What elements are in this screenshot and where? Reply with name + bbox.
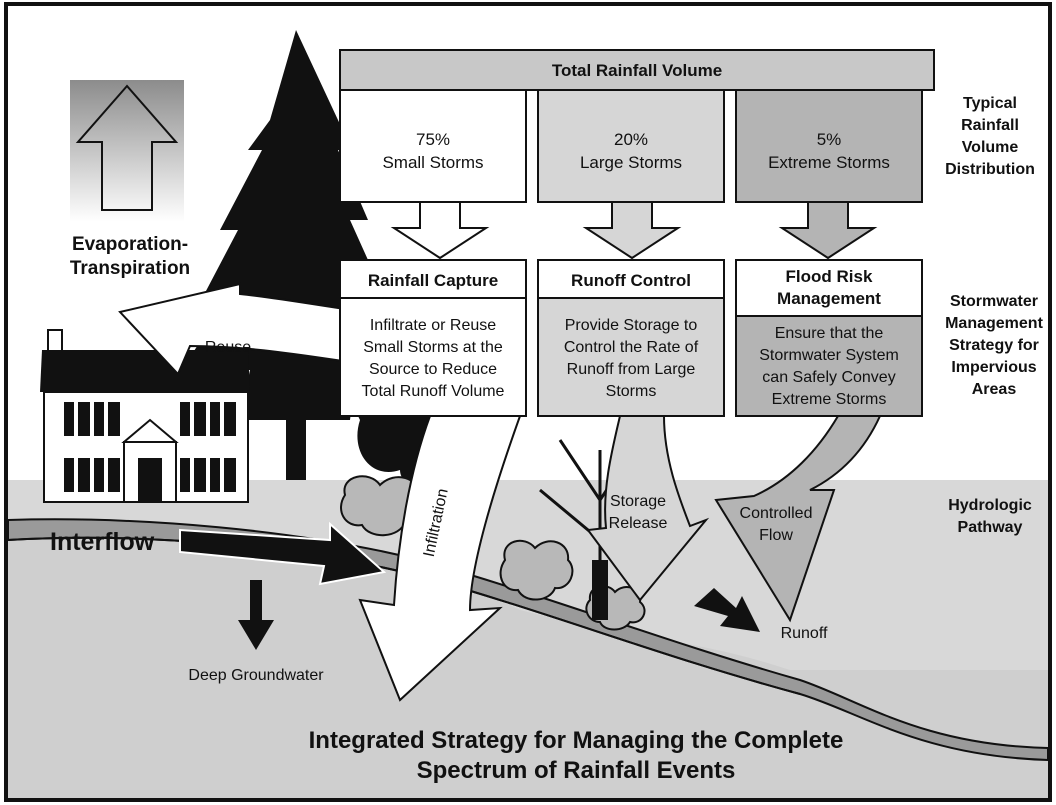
rainfall-capture-title: Rainfall Capture [368,271,498,290]
strategy-label-2: Management [945,315,1043,332]
interflow-label: Interflow [50,528,155,556]
rainfall-capture-desc-1: Infiltrate or Reuse [370,317,496,334]
pathway-label-1: Hydrologic [948,497,1032,514]
small-storms-label: Small Storms [382,153,483,172]
interflow-arrow [179,521,387,586]
extreme-storms-label: Extreme Storms [768,153,890,172]
extreme-storms-percent: 5% [817,130,842,149]
rainfall-capture-desc-4: Total Runoff Volume [362,383,505,400]
arrow-icon [390,201,490,260]
flood-risk-desc-2: Stormwater System [759,347,899,364]
rainfall-capture-desc-box [339,297,527,417]
extreme-storms-box [735,89,923,203]
distribution-label-3: Volume [962,139,1019,156]
small-storms-box [339,89,527,203]
house-icon [40,329,250,503]
footer-title-1: Integrated Strategy for Managing the Com… [309,727,844,754]
small-storms-percent: 75% [416,130,450,149]
reuse-label: Reuse [205,339,251,356]
runoff-control-title-box [537,259,725,299]
total-rainfall-title: Total Rainfall Volume [552,61,722,80]
controlled-flow-label-1: Controlled [740,505,813,522]
evapotranspiration-label-2: Transpiration [70,258,190,279]
controlled-flow-arrow [714,415,882,623]
rainfall-capture-desc-3: Source to Reduce [369,361,497,378]
infiltration-arrow [358,415,522,702]
large-storms-percent: 20% [614,130,648,149]
flood-risk-title-2: Management [777,289,881,308]
runoff-control-desc-4: Storms [606,383,657,400]
controlled-flow-label-2: Flow [759,527,793,544]
large-storms-label: Large Storms [580,153,682,172]
distribution-label-2: Rainfall [961,117,1019,134]
flood-risk-desc-box [735,315,923,417]
storage-release-label-2: Release [609,515,668,532]
storage-release-arrow [586,415,710,602]
footer-title-2: Spectrum of Rainfall Events [417,757,736,784]
total-rainfall-header [339,49,935,91]
distribution-label-1: Typical [963,95,1017,112]
distribution-label-4: Distribution [945,161,1035,178]
runoff-control-title: Runoff Control [571,271,691,290]
pathway-label-2: Pathway [958,519,1023,536]
runoff-control-desc-box [537,297,725,417]
evapotranspiration-label-1: Evaporation- [72,234,188,255]
runoff-control-desc-1: Provide Storage to [565,317,698,334]
strategy-label-5: Areas [972,381,1017,398]
flood-risk-desc-1: Ensure that the [775,325,884,342]
strategy-label-3: Strategy for [949,337,1039,354]
runoff-control-desc-2: Control the Rate of [564,339,699,356]
evapotranspiration-arrow [70,80,184,222]
storage-release-label-1: Storage [610,493,666,510]
flood-risk-desc-3: can Safely Convey [762,369,895,386]
strategy-label-4: Impervious [951,359,1036,376]
rainfall-capture-desc-2: Small Storms at the [363,339,503,356]
runoff-arrow [694,588,760,632]
deep-groundwater-label: Deep Groundwater [188,667,324,684]
deep-groundwater-arrow [238,580,274,650]
strategy-label-1: Stormwater [950,293,1038,310]
large-storms-box [537,89,725,203]
flood-risk-desc-4: Extreme Storms [772,391,887,408]
flood-risk-title-1: Flood Risk [786,267,873,286]
runoff-label: Runoff [781,625,828,642]
arrow-icon [778,201,878,260]
arrow-icon [582,201,682,260]
runoff-control-desc-3: Runoff from Large [567,361,696,378]
